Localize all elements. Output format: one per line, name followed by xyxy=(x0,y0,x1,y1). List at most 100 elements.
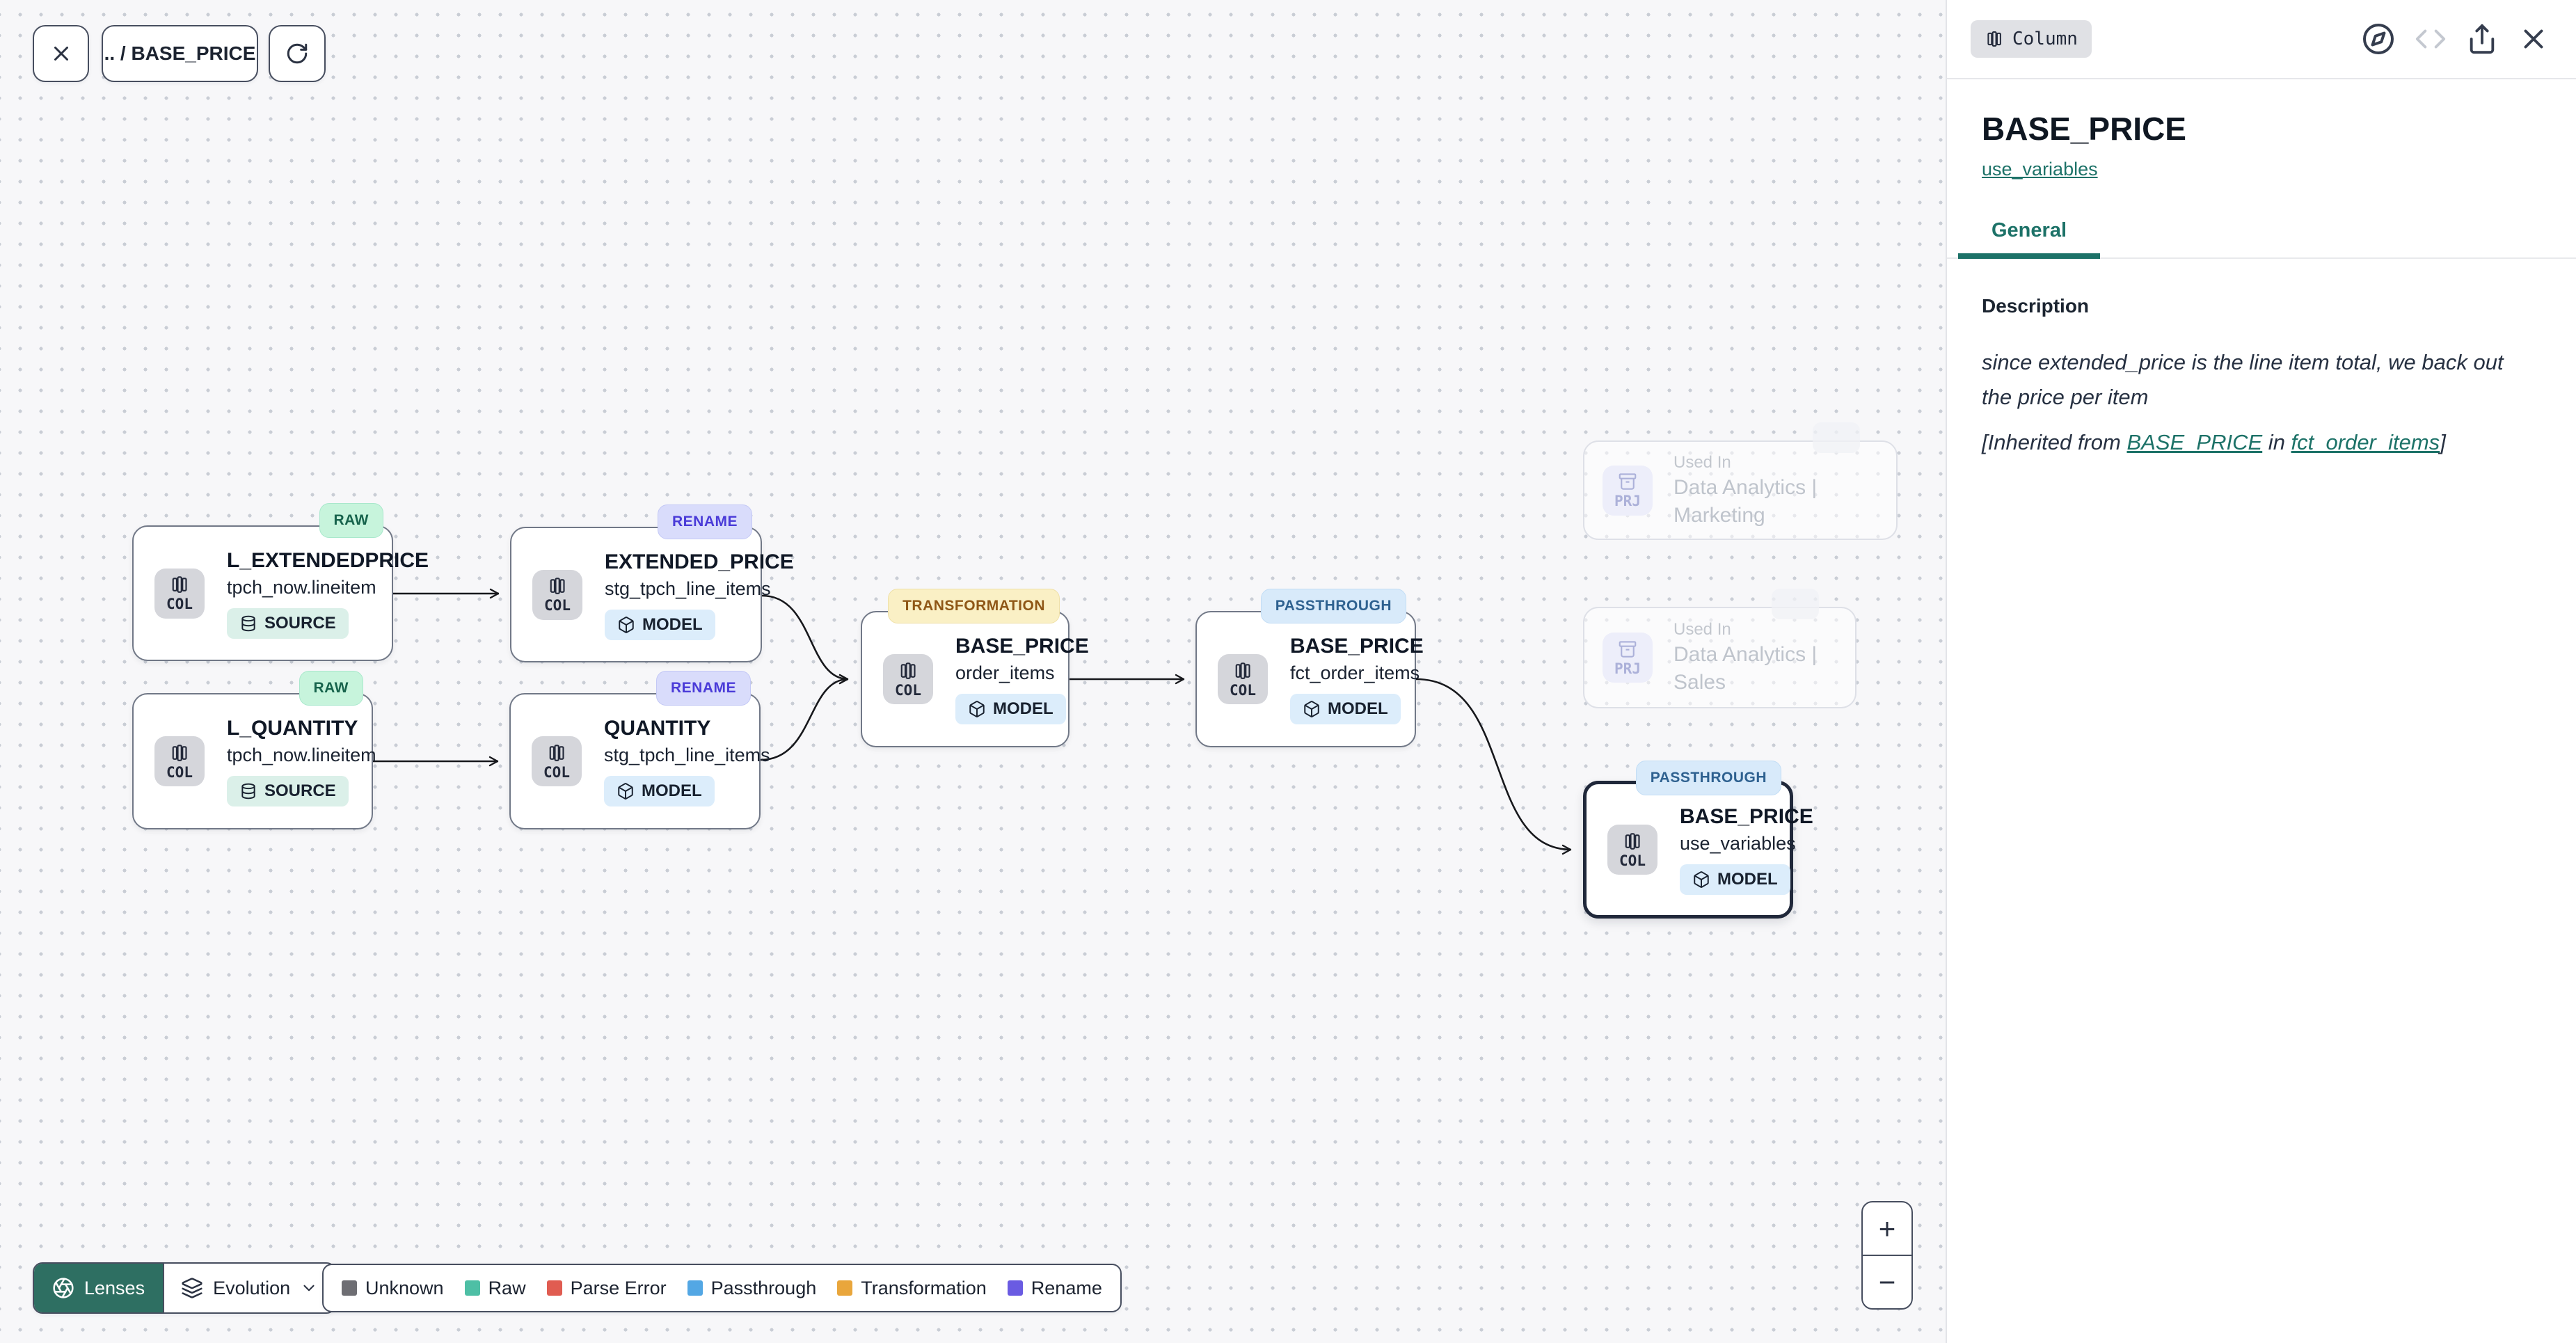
usage-label: Used In xyxy=(1673,620,1731,639)
inherited-note: [Inherited from BASE_PRICE in fct_order_… xyxy=(1982,430,2446,454)
legend-swatch xyxy=(546,1280,562,1296)
entity-type-badge: Column xyxy=(1971,20,2092,58)
zoom-in-button[interactable]: + xyxy=(1878,1211,1896,1245)
layers-icon xyxy=(182,1278,202,1298)
lens-dropdown[interactable]: Evolution xyxy=(163,1264,335,1312)
node-quantity[interactable]: RENAME COL QUANTITY stg_tpch_line_items … xyxy=(509,671,770,829)
database-icon xyxy=(241,615,255,631)
node-subtitle: stg_tpch_line_items xyxy=(605,578,771,599)
inherited-column-link[interactable]: BASE_PRICE xyxy=(2126,430,2263,454)
tab-general[interactable]: General xyxy=(1958,219,2100,259)
panel-actions xyxy=(2362,22,2550,56)
lens-tag: PASSTHROUGH xyxy=(1635,761,1781,795)
node-l-extendedprice[interactable]: RAW COL L_EXTENDEDPRICE tpch_now.lineite… xyxy=(132,503,429,661)
model-link[interactable]: use_variables xyxy=(1982,159,2098,180)
asset-type-badge: SOURCE xyxy=(227,776,349,806)
tab-bar: General xyxy=(1947,219,2576,259)
node-base-price-fct-order-items[interactable]: PASSTHROUGH COL BASE_PRICE fct_order_ite… xyxy=(1195,589,1424,747)
close-lineage-button[interactable] xyxy=(33,25,89,82)
legend-item: Passthrough xyxy=(687,1278,816,1299)
node-title: EXTENDED_PRICE xyxy=(605,550,794,573)
column-kind-chip: COL xyxy=(154,568,205,619)
node-base-price-order-items[interactable]: TRANSFORMATION COL BASE_PRICE order_item… xyxy=(861,589,1089,747)
project-icon xyxy=(1619,640,1637,658)
legend-item: Parse Error xyxy=(546,1278,667,1299)
columns-icon xyxy=(550,578,565,594)
close-icon xyxy=(54,47,68,61)
node-l-quantity[interactable]: RAW COL L_QUANTITY tpch_now.lineitem SOU… xyxy=(132,671,376,829)
node-subtitle: order_items xyxy=(955,662,1055,683)
columns-icon xyxy=(900,662,916,679)
page-title: BASE_PRICE xyxy=(1982,111,2186,147)
column-kind-chip: COL xyxy=(154,736,205,786)
database-icon xyxy=(241,783,255,800)
ghost-tag xyxy=(1813,422,1860,453)
inherited-model-link[interactable]: fct_order_items xyxy=(2291,430,2440,454)
lens-tag: RAW xyxy=(299,671,363,706)
column-kind-chip: COL xyxy=(532,736,582,786)
legend-item: Unknown xyxy=(342,1278,444,1299)
asset-type-badge: MODEL xyxy=(955,694,1066,724)
details-panel: Column BASE_PRICE use_variables General … xyxy=(1946,0,2576,1343)
compass-icon[interactable] xyxy=(2362,22,2395,56)
node-subtitle: stg_tpch_line_items xyxy=(604,745,770,765)
usage-node-sales[interactable]: PRJ Used In Data Analytics | Sales xyxy=(1583,589,1857,708)
aperture-icon xyxy=(53,1278,74,1298)
columns-icon xyxy=(1625,832,1640,850)
lens-tag: RENAME xyxy=(655,671,751,706)
legend-item: Raw xyxy=(464,1278,526,1299)
lineage-edges xyxy=(373,588,1572,855)
node-title: BASE_PRICE xyxy=(1680,805,1813,828)
lens-tag: TRANSFORMATION xyxy=(888,589,1060,623)
columns-icon xyxy=(172,744,187,761)
node-title: BASE_PRICE xyxy=(1290,635,1424,658)
column-kind-chip: COL xyxy=(532,569,582,620)
share-icon[interactable] xyxy=(2466,23,2498,55)
project-kind-chip: PRJ xyxy=(1603,633,1653,683)
close-icon[interactable] xyxy=(2518,23,2550,55)
description-text: since extended_price is the line item to… xyxy=(1982,350,2504,409)
legend-swatch xyxy=(464,1280,480,1296)
ghost-tag xyxy=(1772,589,1819,619)
asset-type-badge: SOURCE xyxy=(227,607,349,639)
node-subtitle: tpch_now.lineitem xyxy=(227,576,376,598)
node-base-price-use-variables[interactable]: PASSTHROUGH COL BASE_PRICE use_variables… xyxy=(1583,761,1813,919)
asset-type-badge: MODEL xyxy=(604,776,715,806)
legend-swatch xyxy=(837,1280,853,1296)
column-kind-chip: COL xyxy=(883,654,933,704)
node-subtitle: use_variables xyxy=(1680,833,1796,854)
legend-swatch xyxy=(342,1280,357,1296)
zoom-controls: + − xyxy=(1861,1201,1913,1310)
legend-item: Rename xyxy=(1007,1278,1102,1299)
legend-swatch xyxy=(1007,1280,1023,1296)
node-subtitle: tpch_now.lineitem xyxy=(227,745,376,765)
details-panel-header: Column xyxy=(1947,0,2576,79)
code-icon xyxy=(2415,29,2446,49)
columns-icon xyxy=(549,744,564,761)
lineage-canvas[interactable]: RAW COL L_EXTENDEDPRICE tpch_now.lineite… xyxy=(0,0,1946,1343)
node-subtitle: fct_order_items xyxy=(1290,662,1420,683)
refresh-button[interactable] xyxy=(269,25,326,82)
project-icon xyxy=(1619,473,1637,490)
lenses-button[interactable]: Lenses xyxy=(34,1264,164,1312)
lens-legend: Unknown Raw Parse Error Passthrough Tran… xyxy=(322,1264,1122,1312)
asset-type-badge: MODEL xyxy=(605,609,715,640)
cube-icon xyxy=(619,616,634,633)
column-kind-chip: COL xyxy=(1218,654,1268,704)
usage-node-marketing[interactable]: PRJ Used In Data Analytics | Marketing xyxy=(1583,422,1898,540)
breadcrumb[interactable]: .. / BASE_PRICE xyxy=(102,25,258,82)
legend-swatch xyxy=(687,1280,703,1296)
lens-tag: RAW xyxy=(319,503,383,538)
lens-tag: PASSTHROUGH xyxy=(1260,589,1406,623)
zoom-out-button[interactable]: − xyxy=(1863,1255,1911,1308)
node-title: QUANTITY xyxy=(604,717,711,740)
cube-icon xyxy=(618,783,633,800)
refresh-icon xyxy=(287,43,308,64)
node-extended-price[interactable]: RENAME COL EXTENDED_PRICE stg_tpch_line_… xyxy=(510,504,794,662)
lens-tag: RENAME xyxy=(657,504,752,539)
description-heading: Description xyxy=(1982,295,2090,317)
legend-item: Transformation xyxy=(837,1278,987,1299)
lens-selector: Lenses Evolution xyxy=(33,1262,337,1314)
asset-type-badge: MODEL xyxy=(1290,694,1401,724)
